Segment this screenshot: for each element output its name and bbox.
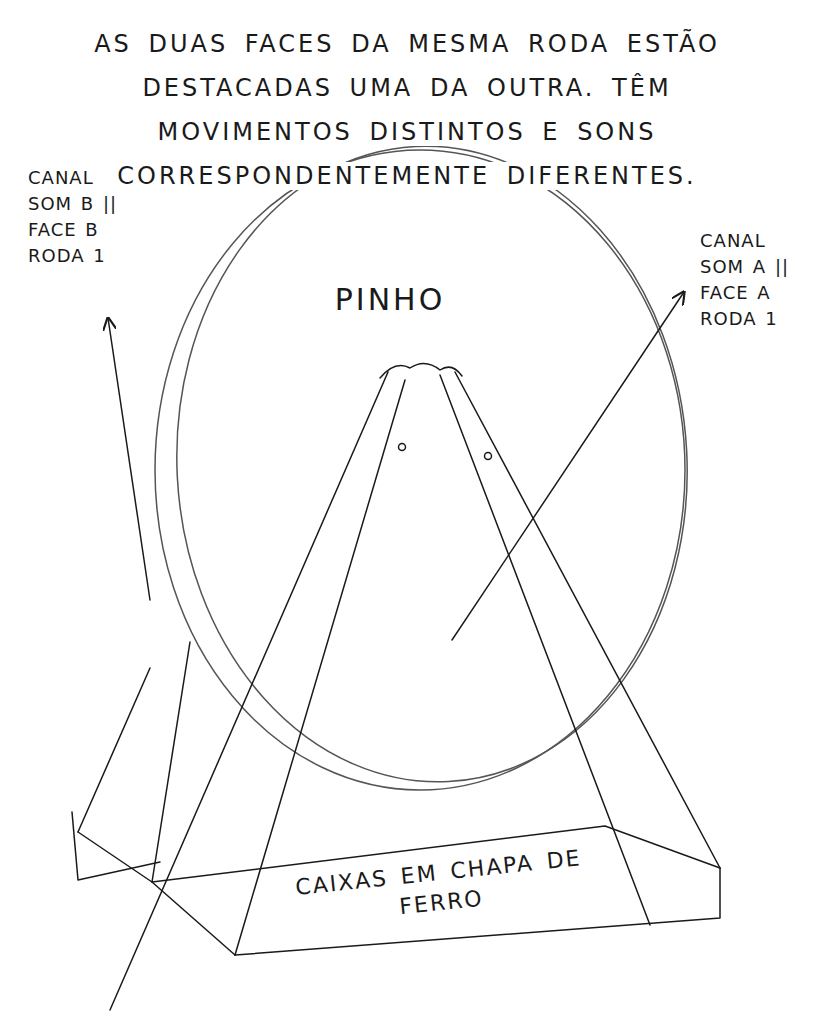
stand-leg (110, 372, 388, 1010)
side-box-edge (78, 668, 150, 832)
channel-label: CANAL SOM A || FACE A RODA 1 (698, 230, 791, 329)
side-box-edge (152, 642, 190, 882)
material-label: PINHO (333, 282, 448, 317)
wheel-face-a (155, 150, 685, 790)
channel-label-box: CANAL SOM A || FACE A RODA 1 (698, 228, 806, 332)
axle-hole (399, 444, 406, 451)
note-text-box: AS DUAS FACES DA MESMA RODA ESTÃO DESTAC… (92, 22, 722, 198)
stand-leg (455, 372, 720, 868)
leader-arrow (452, 292, 684, 640)
channel-label-box: CANAL SOM B || FACE B RODA 1 (26, 165, 128, 269)
wheel-face-b (161, 133, 704, 795)
axle-hole (485, 453, 492, 460)
iron-box-edge (78, 832, 235, 955)
side-box-edge (72, 812, 160, 880)
note-text: AS DUAS FACES DA MESMA RODA ESTÃO DESTAC… (92, 30, 722, 190)
material-label-box: PINHO (320, 282, 460, 318)
stand-top (380, 363, 462, 378)
leader-arrow (108, 318, 150, 600)
box-label-box: CAIXAS EM CHAPA DE FERRO (278, 841, 603, 934)
channel-label: CANAL SOM B || FACE B RODA 1 (26, 167, 119, 266)
box-label: CAIXAS EM CHAPA DE FERRO (292, 845, 585, 920)
